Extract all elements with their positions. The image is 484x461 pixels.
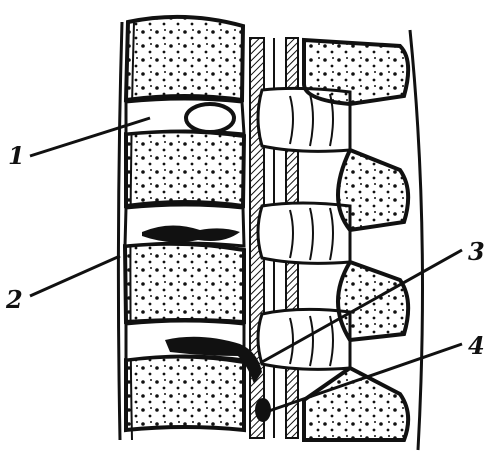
callout-label-4: 4 bbox=[468, 334, 484, 358]
leader-line-2 bbox=[30, 256, 120, 296]
vertebral-body bbox=[126, 356, 244, 430]
articular-process bbox=[304, 40, 408, 104]
vertebral-body bbox=[126, 17, 243, 100]
vertebral-body bbox=[126, 131, 244, 206]
articular-process bbox=[304, 368, 408, 440]
articular-process bbox=[338, 150, 408, 230]
vertebral-body bbox=[125, 244, 244, 322]
callout-label-1: 1 bbox=[8, 144, 25, 168]
callout-label-3: 3 bbox=[468, 240, 484, 264]
pedicle bbox=[258, 203, 350, 263]
callout-label-2: 2 bbox=[6, 288, 23, 312]
pedicles bbox=[258, 88, 350, 369]
disc-node bbox=[186, 104, 234, 132]
posterior-outline bbox=[410, 30, 423, 450]
anterior-outline bbox=[118, 22, 122, 440]
